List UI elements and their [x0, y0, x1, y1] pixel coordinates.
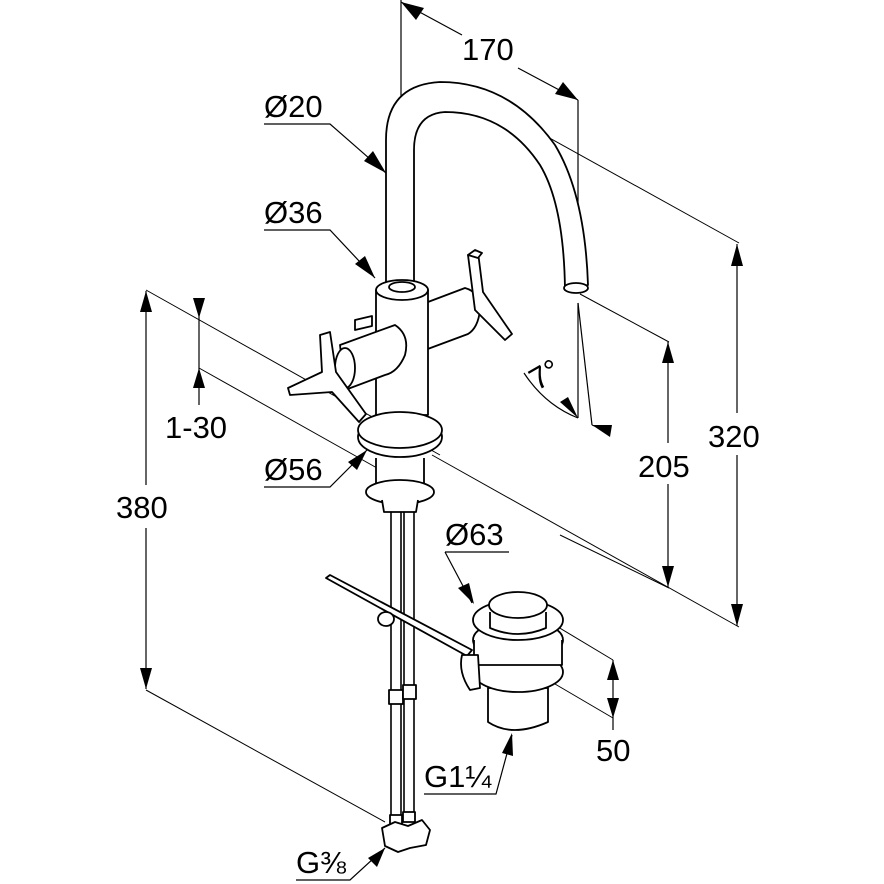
spout: [385, 81, 589, 291]
waste-thread-label: G1¼: [424, 759, 492, 794]
dimension-lines: [140, 0, 743, 881]
handle-cap: [467, 249, 483, 259]
outlet-height-label: 205: [638, 449, 690, 484]
mounting-range-bottom-extension: [198, 367, 378, 469]
escutcheon-top: [357, 411, 443, 449]
arrow-icon: [662, 566, 674, 587]
lever-pin: [354, 315, 373, 331]
waste-plug-cap: [488, 591, 548, 619]
hose-connector-nuts: [381, 819, 431, 853]
outlet-height-bottom-extension: [559, 534, 670, 589]
waste-diameter-label: Ø63: [445, 517, 504, 552]
left-cross-handle: [287, 331, 367, 423]
arrow-icon: [193, 298, 205, 318]
mounting-range-label: 1-30: [165, 410, 227, 445]
hose-clip: [402, 684, 417, 700]
arrow-icon: [731, 604, 743, 626]
left-valve-housing: [339, 324, 408, 391]
mounting-nut: [381, 499, 419, 513]
arrow-icon: [348, 450, 367, 470]
spout-outlet: [563, 282, 589, 294]
arrow-icon: [555, 82, 578, 100]
arrow-icon: [193, 368, 205, 388]
waste-rod-clamp: [460, 654, 481, 691]
faucet-body: [287, 81, 589, 853]
reach-label: 170: [462, 32, 514, 67]
arrow-icon: [662, 342, 674, 363]
arrow-icon: [140, 668, 152, 689]
arrow-icon: [368, 848, 385, 867]
arrow-icon: [458, 583, 474, 604]
rod-pivot: [377, 611, 395, 627]
escutcheon-diameter-label: Ø56: [264, 452, 323, 487]
angle-arc: [523, 372, 579, 419]
overall-height-label: 320: [708, 419, 760, 454]
arrow-icon: [607, 698, 619, 718]
outlet-height-top-extension: [579, 293, 670, 343]
total-height-bottom-extension: [145, 689, 386, 823]
waste-body: [487, 687, 549, 731]
arrow-icon: [364, 151, 386, 173]
waste-plug-side: [489, 612, 547, 635]
arrow-icon: [502, 733, 513, 756]
angle-tilted-line: [577, 302, 593, 426]
total-height-label: 380: [116, 490, 168, 525]
arrow-icon: [731, 244, 743, 266]
tilt-angle-label: 7°: [523, 352, 566, 397]
body-diameter-label: Ø36: [264, 195, 323, 230]
arrow-icon: [607, 660, 619, 680]
right-valve-housing: [419, 287, 481, 351]
spout-diameter-leader: [264, 123, 387, 174]
waste-height-label: 50: [596, 733, 630, 768]
overall-height-bottom-extension: [431, 454, 740, 628]
arrow-icon: [560, 397, 578, 418]
connection-thread-label: G⅜: [296, 845, 346, 880]
waste-thread-leader: [424, 734, 513, 795]
arrow-icon: [401, 2, 424, 20]
arrow-icon: [140, 291, 152, 312]
hose-fitting: [402, 811, 416, 823]
dimension-labels: 170 Ø20 Ø36 1-30 380 Ø56 7° 205 320 Ø63 …: [116, 32, 760, 880]
arrow-icon: [355, 256, 375, 278]
spout-collar: [388, 281, 416, 293]
hose-clip: [388, 689, 404, 705]
arrow-icon: [592, 425, 612, 437]
spout-diameter-label: Ø20: [264, 89, 323, 124]
waste-height-bottom-extension: [554, 683, 614, 719]
pop-up-rod: [325, 574, 473, 657]
waste-flange-side: [473, 640, 563, 666]
body-diameter-leader: [264, 229, 376, 279]
